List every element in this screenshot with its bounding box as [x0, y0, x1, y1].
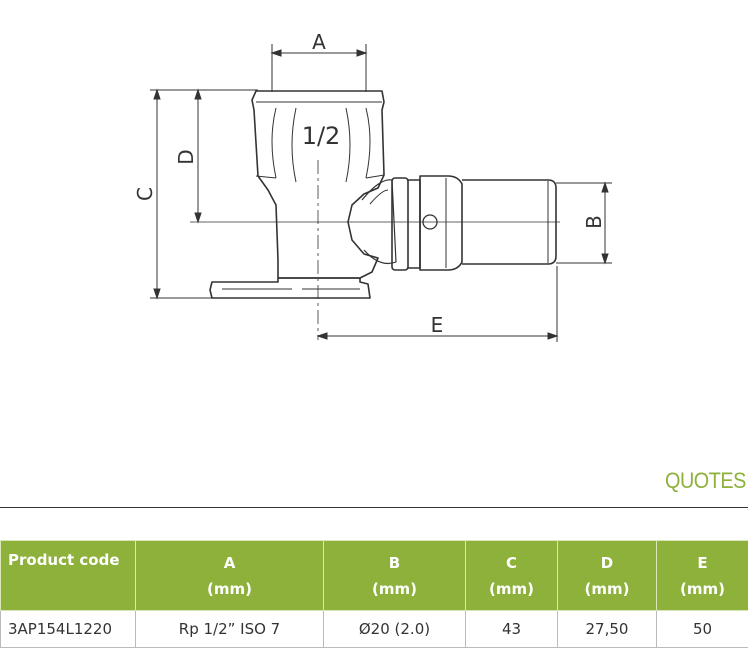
- header-b: B (mm): [324, 541, 466, 611]
- dim-label-d: D: [174, 149, 198, 164]
- header-product-code: Product code: [1, 541, 136, 611]
- technical-drawing: A C D B E 1/2: [0, 0, 748, 470]
- header-e: E (mm): [657, 541, 748, 611]
- quotes-section-title: QUOTES: [665, 468, 746, 494]
- cell-b: Ø20 (2.0): [324, 611, 466, 648]
- thread-size-label: 1/2: [302, 122, 341, 150]
- cell-c: 43: [466, 611, 558, 648]
- header-a: A (mm): [136, 541, 324, 611]
- mounting-plate: [210, 278, 370, 298]
- dim-label-a: A: [312, 30, 326, 54]
- dim-label-b: B: [582, 215, 606, 229]
- dim-label-e: E: [431, 313, 444, 337]
- section-divider: [0, 507, 748, 508]
- cell-d: 27,50: [558, 611, 657, 648]
- cell-a: Rp 1/2” ISO 7: [136, 611, 324, 648]
- dim-label-c: C: [133, 187, 157, 201]
- header-c: C (mm): [466, 541, 558, 611]
- cell-e: 50: [657, 611, 748, 648]
- table-header-row: Product code A (mm) B (mm) C (mm) D (mm)…: [1, 541, 748, 611]
- press-sleeve: [420, 176, 462, 270]
- cell-product-code: 3AP154L1220: [1, 611, 136, 648]
- header-d: D (mm): [558, 541, 657, 611]
- spec-table: Product code A (mm) B (mm) C (mm) D (mm)…: [0, 540, 748, 648]
- table-row: 3AP154L1220 Rp 1/2” ISO 7 Ø20 (2.0) 43 2…: [1, 611, 748, 648]
